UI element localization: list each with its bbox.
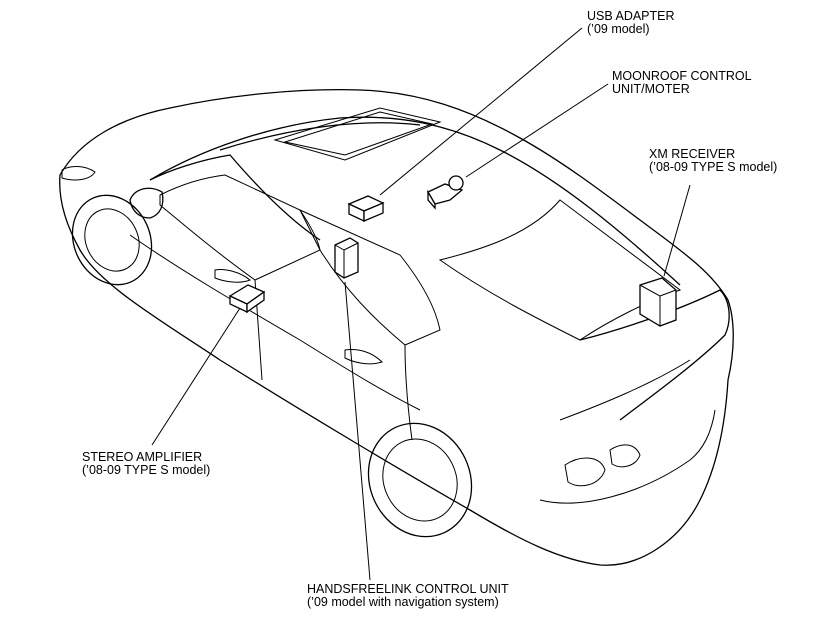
car-body [59, 89, 734, 566]
stereo-amplifier-component [228, 284, 266, 314]
moonroof-leader [465, 83, 609, 178]
moonroof-title: MOONROOF CONTROL [612, 69, 752, 83]
stereo-amplifier-note: (’08-09 TYPE S model) [82, 463, 211, 477]
moonroof-subtitle: UNIT/MOTER [612, 82, 690, 96]
usb-adapter-title: USB ADAPTER [587, 9, 675, 23]
handsfreelink-note: (’09 model with navigation system) [307, 595, 499, 609]
handsfreelink-control-unit-component [334, 237, 359, 279]
stereo-amplifier-leader [151, 307, 241, 446]
stereo-amplifier-title: STEREO AMPLIFIER [82, 450, 203, 464]
handsfreelink-leader [344, 281, 371, 581]
usb-adapter-note: (’09 model) [587, 22, 650, 36]
xm-receiver-note: (’08-09 TYPE S model) [649, 160, 778, 174]
xm-receiver-title: XM RECEIVER [649, 147, 736, 161]
usb-adapter-leader [379, 27, 583, 196]
label-moonroof-control-unit: MOONROOF CONTROL UNIT/MOTER [612, 70, 752, 96]
usb-adapter-component [347, 195, 385, 223]
xm-receiver-leader [663, 184, 691, 277]
leader-lines [151, 27, 691, 581]
label-stereo-amplifier: STEREO AMPLIFIER (’08-09 TYPE S model) [82, 451, 210, 477]
moonroof-control-unit-component [427, 175, 464, 210]
label-xm-receiver: XM RECEIVER (’08-09 TYPE S model) [649, 148, 777, 174]
label-usb-adapter: USB ADAPTER (’09 model) [587, 10, 675, 36]
handsfreelink-title: HANDSFREELINK CONTROL UNIT [307, 582, 509, 596]
label-handsfreelink-control-unit: HANDSFREELINK CONTROL UNIT (’09 model wi… [307, 583, 509, 609]
xm-receiver-component [639, 277, 677, 327]
